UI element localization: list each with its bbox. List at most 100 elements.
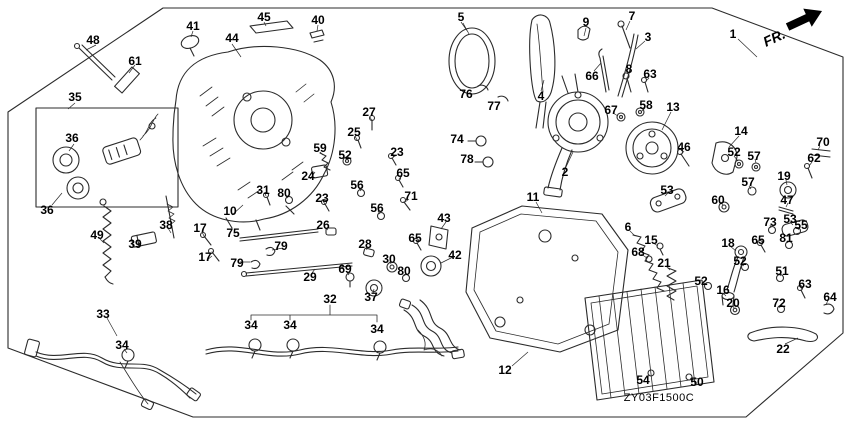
part-label-6: 6	[624, 220, 632, 234]
slatted-cover	[584, 279, 715, 401]
part-label-79: 79	[274, 239, 288, 253]
part-label-67: 67	[604, 103, 618, 117]
part-label-10: 10	[223, 204, 237, 218]
part-label-65: 65	[396, 166, 410, 180]
part-label-17: 17	[198, 250, 212, 264]
control-body	[543, 20, 679, 198]
part-label-16: 16	[716, 283, 730, 297]
part-label-34: 34	[115, 338, 129, 352]
part-label-57: 57	[741, 175, 755, 189]
part-label-60: 60	[711, 193, 725, 207]
part-label-7: 7	[628, 9, 636, 23]
part-label-14: 14	[734, 124, 748, 138]
cable-33	[24, 338, 201, 411]
part-label-56: 56	[350, 178, 364, 192]
part-label-73: 73	[763, 215, 777, 229]
part-label-70: 70	[816, 135, 830, 149]
spring-49-group	[99, 195, 220, 285]
part-label-80: 80	[397, 264, 411, 278]
part-label-77: 77	[487, 99, 501, 113]
part-label-31: 31	[256, 183, 270, 197]
part-label-47: 47	[780, 193, 794, 207]
cable-32	[205, 304, 459, 361]
part-label-8: 8	[625, 62, 633, 76]
part-label-76: 76	[459, 87, 473, 101]
part-label-66: 66	[585, 69, 599, 83]
part-label-29: 29	[303, 270, 317, 284]
part-label-24: 24	[301, 169, 315, 183]
right-mid-hardware	[632, 225, 835, 342]
part-label-38: 38	[159, 218, 173, 232]
part-label-19: 19	[777, 169, 791, 183]
part-label-46: 46	[677, 140, 691, 154]
part-label-12: 12	[498, 363, 512, 377]
part-label-63: 63	[643, 67, 657, 81]
part-label-62: 62	[807, 151, 821, 165]
part-label-45: 45	[257, 10, 271, 24]
part-label-23: 23	[315, 191, 329, 205]
mounting-plate	[465, 205, 629, 353]
part-label-75: 75	[226, 226, 240, 240]
part-label-48: 48	[86, 33, 100, 47]
part-label-34: 34	[370, 322, 384, 336]
part-label-5: 5	[457, 10, 465, 24]
part-label-41: 41	[186, 19, 200, 33]
part-label-9: 9	[582, 15, 590, 29]
part-label-53: 53	[783, 212, 797, 226]
part-label-50: 50	[690, 375, 704, 389]
part-label-52: 52	[694, 274, 708, 288]
part-label-36: 36	[40, 203, 54, 217]
part-label-1: 1	[729, 27, 737, 41]
part-label-26: 26	[316, 218, 330, 232]
part-label-27: 27	[362, 105, 376, 119]
part-label-59: 59	[313, 141, 327, 155]
part-label-57: 57	[747, 149, 761, 163]
part-label-69: 69	[338, 262, 352, 276]
part-label-58: 58	[639, 98, 653, 112]
part-label-37: 37	[364, 290, 378, 304]
part-label-4: 4	[537, 89, 545, 103]
wire-harness	[398, 298, 465, 360]
part-label-51: 51	[775, 264, 789, 278]
part-label-28: 28	[358, 237, 372, 251]
part-label-21: 21	[657, 256, 671, 270]
part-label-20: 20	[726, 296, 740, 310]
fr-arrow-icon	[785, 8, 823, 31]
part-label-81: 81	[779, 231, 793, 245]
part-label-61: 61	[128, 54, 142, 68]
part-label-65: 65	[408, 231, 422, 245]
part-label-49: 49	[90, 228, 104, 242]
center-fasteners	[262, 114, 449, 297]
part-label-18: 18	[721, 236, 735, 250]
part-label-68: 68	[631, 245, 645, 259]
part-label-43: 43	[437, 211, 451, 225]
part-label-56: 56	[370, 201, 384, 215]
part-label-3: 3	[644, 30, 652, 44]
part-label-53: 53	[660, 183, 674, 197]
part-label-11: 11	[526, 190, 540, 204]
part-label-72: 72	[772, 296, 786, 310]
key-switch-box	[35, 107, 179, 208]
part-label-34: 34	[244, 318, 258, 332]
part-label-64: 64	[823, 290, 837, 304]
part-label-55: 55	[794, 218, 808, 232]
part-label-71: 71	[404, 189, 418, 203]
part-label-40: 40	[311, 13, 325, 27]
part-label-74: 74	[450, 132, 464, 146]
diagram-code: ZY03F1500C	[623, 392, 695, 404]
part-label-17: 17	[193, 221, 207, 235]
part-label-36: 36	[65, 131, 79, 145]
part-label-78: 78	[460, 152, 474, 166]
part-label-52: 52	[733, 254, 747, 268]
part-label-63: 63	[798, 277, 812, 291]
part-label-39: 39	[128, 237, 142, 251]
part-label-54: 54	[636, 373, 650, 387]
part-label-30: 30	[382, 252, 396, 266]
linkage-rods	[239, 228, 353, 278]
part-label-65: 65	[751, 233, 765, 247]
part-label-42: 42	[448, 248, 462, 262]
part-label-2: 2	[561, 165, 569, 179]
